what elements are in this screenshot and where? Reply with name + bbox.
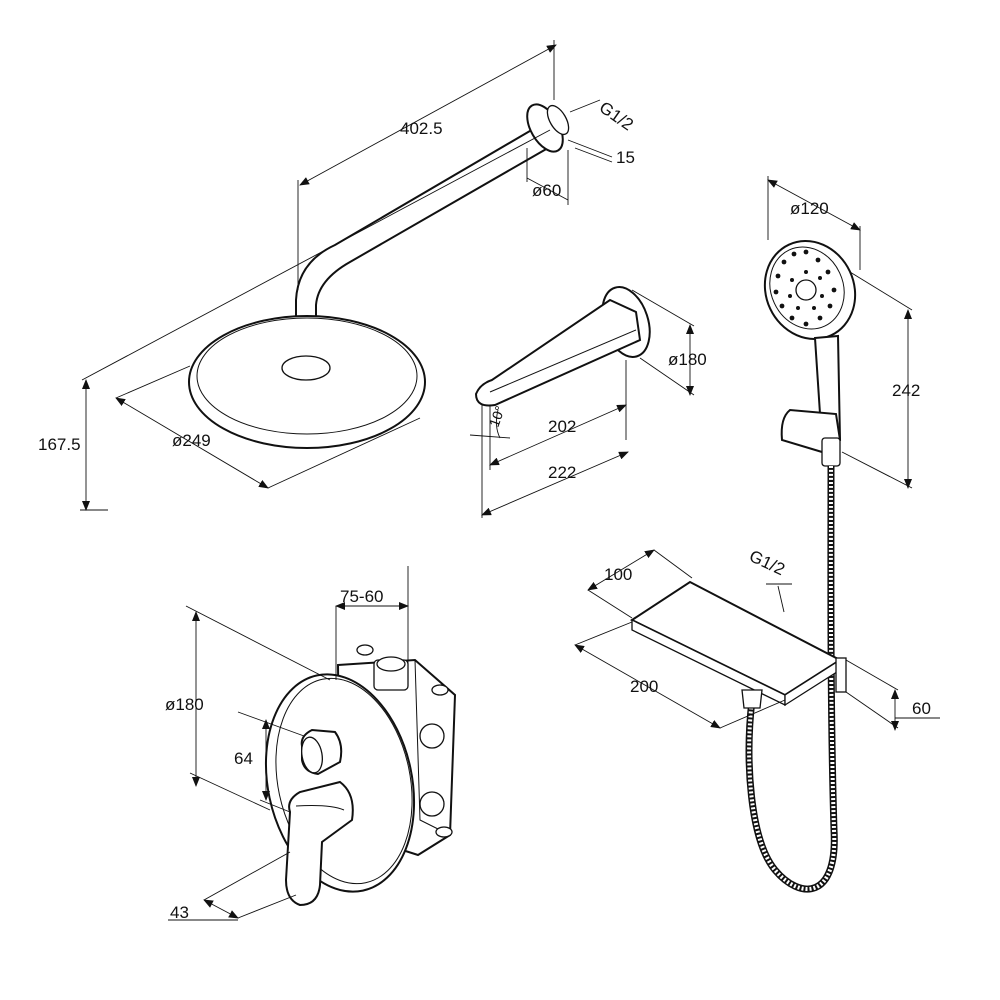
label-mixer-handle: 64 — [234, 749, 253, 768]
box-port — [419, 791, 445, 817]
label-shelf-thread: G1/2 — [746, 546, 787, 579]
leader-flange-depth — [567, 139, 613, 158]
box-port — [419, 723, 445, 749]
ext-line — [845, 659, 899, 691]
label-spout-angle: 10° — [486, 404, 508, 429]
label-thread-top: G1/2 — [596, 98, 637, 135]
ext-line — [267, 417, 421, 489]
shower-head-plate — [188, 315, 426, 449]
ext-line — [115, 365, 191, 399]
shower-arm — [295, 126, 550, 343]
spout-body — [474, 298, 642, 407]
box-lug — [431, 684, 449, 696]
ext-line — [574, 621, 633, 646]
ext-line — [719, 699, 786, 729]
ext-line — [189, 772, 271, 811]
lever-edge — [295, 805, 345, 811]
label-shelf-height: 60 — [912, 699, 931, 718]
concealed-mixer: 75-60 ø180 64 43 — [165, 566, 457, 922]
dim-line-arm-length — [299, 44, 557, 186]
dim-line-shelf-width — [574, 644, 721, 729]
hand-shower-face — [769, 246, 845, 330]
label-arm-length: 402.5 — [400, 119, 443, 138]
hose-connector — [821, 437, 841, 467]
ext-line — [845, 691, 899, 729]
bath-spout: ø180 10° 202 222 — [469, 286, 707, 518]
ext-line — [81, 129, 551, 381]
label-mixer-lever: 43 — [170, 903, 189, 922]
dim-line-hand-dia — [767, 179, 861, 231]
ext-line — [203, 851, 291, 901]
label-head-height: 167.5 — [38, 435, 81, 454]
label-flange-depth: 15 — [616, 148, 635, 167]
ext-line — [631, 289, 695, 327]
mixer-lever — [284, 780, 354, 907]
ext-line — [237, 894, 297, 919]
label-spout-inner: 202 — [548, 417, 576, 436]
dim-line-flange — [526, 177, 569, 201]
dim-line-mixer-lever — [203, 899, 239, 919]
dim-line-shelf-depth — [587, 549, 655, 591]
ext-line — [237, 711, 305, 737]
label-shelf-depth: 100 — [604, 565, 632, 584]
spout-edge — [489, 329, 637, 393]
label-spout-flange: ø180 — [668, 350, 707, 369]
shower-head-face — [196, 317, 418, 435]
ext-line — [849, 271, 913, 311]
leader-thread — [569, 99, 601, 113]
label-hand-height: 242 — [892, 381, 920, 400]
box-inlet-top — [376, 656, 406, 672]
overhead-shower: 402.5 G1/2 15 ø60 167.5 ø249 — [38, 40, 637, 511]
shelf-outlet-nozzle — [835, 657, 847, 693]
label-flange-dia: ø60 — [532, 181, 561, 200]
ext-line — [653, 549, 693, 579]
label-mixer-depth: 75-60 — [340, 587, 383, 606]
box-lug — [435, 826, 453, 838]
ext-line — [185, 605, 331, 681]
ext-line — [587, 589, 633, 619]
shelf-hose-fitting — [741, 689, 763, 709]
mixer-cover-inner — [275, 677, 413, 885]
diverter-knob-face — [301, 736, 323, 774]
leader-flange-depth — [574, 147, 613, 163]
ext-line — [259, 799, 291, 813]
shower-hose — [745, 465, 838, 893]
label-head-dia: ø249 — [172, 431, 211, 450]
shelf-outlet: 100 G1/2 200 60 — [574, 546, 940, 731]
dim-line-head-dia — [115, 397, 269, 489]
spray-nozzles — [773, 249, 837, 327]
ext-line — [639, 357, 695, 396]
label-mixer-dia: ø180 — [165, 695, 204, 714]
label-hand-dia: ø120 — [790, 199, 829, 218]
box-lug — [356, 644, 374, 656]
leader-shelf-thread — [777, 585, 785, 613]
label-spout-total: 222 — [548, 463, 576, 482]
dim-line-spout-total — [481, 451, 629, 516]
ext-line — [841, 451, 913, 489]
hand-spray-center — [795, 279, 817, 301]
head-center-cap — [281, 355, 331, 381]
label-shelf-width: 200 — [630, 677, 658, 696]
hand-shower: ø120 242 — [763, 176, 920, 489]
